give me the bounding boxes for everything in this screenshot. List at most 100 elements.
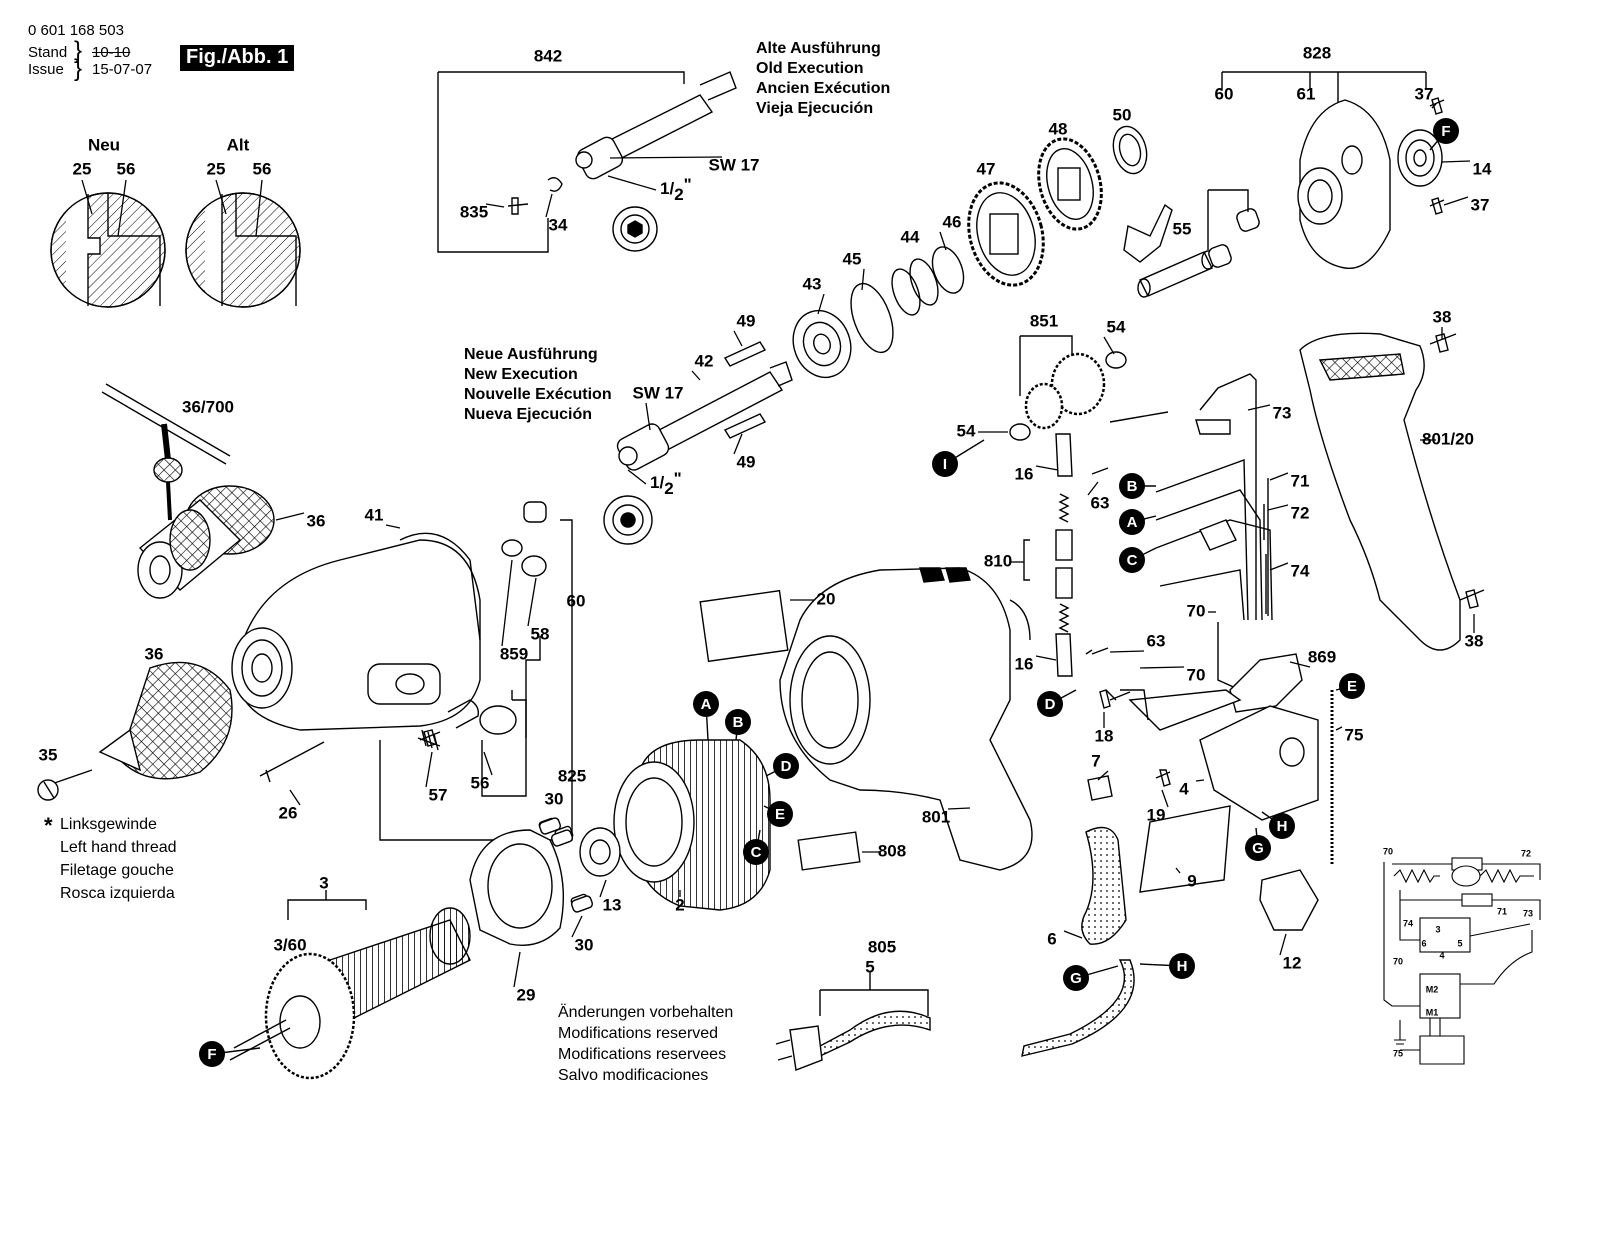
old-stand-date: 10-10	[92, 44, 131, 61]
circuit-diagram	[1383, 857, 1541, 1065]
old-execution-es: Vieja Ejecución	[756, 100, 874, 117]
detail-neu-label-56: 56	[117, 159, 136, 178]
part-label-42: 42	[695, 351, 714, 370]
part-label-sw-17: SW 17	[632, 383, 683, 402]
wire-marker-label-f: F	[207, 1046, 216, 1063]
fraction-leader	[607, 175, 657, 191]
wire-marker-f	[1433, 118, 1459, 144]
modifications-en: Modifications reserved	[558, 1025, 719, 1042]
part-label-70: 70	[1187, 601, 1206, 620]
leader-49	[733, 433, 743, 455]
leader-72	[1267, 504, 1289, 511]
part-label-30: 30	[545, 789, 564, 808]
part-label-41: 41	[365, 505, 384, 524]
leader-36	[275, 512, 305, 521]
part-label-869: 869	[1308, 647, 1336, 666]
fraction-label: 1/2"	[650, 469, 682, 498]
leader-49	[733, 330, 743, 347]
part-label-50: 50	[1113, 105, 1132, 124]
leader-13	[599, 879, 607, 898]
wire-marker-label-g: G	[1252, 840, 1264, 857]
wire-marker-c	[743, 839, 769, 865]
cord-guard-and-cable	[775, 689, 1231, 1071]
part-label-36: 36	[145, 644, 164, 663]
wire-marker-label-d: D	[1045, 696, 1056, 713]
part-label-842: 842	[534, 46, 562, 65]
gear-housing-41	[231, 501, 573, 841]
wire-marker-label-h: H	[1277, 818, 1288, 835]
old-execution-de: Alte Ausführung	[756, 40, 881, 57]
detail-leader	[215, 179, 227, 215]
part-label-19: 19	[1147, 805, 1166, 824]
part-label-859: 859	[500, 644, 528, 663]
part-label-72: 72	[1291, 503, 1310, 522]
wire-marker-label-d: D	[781, 758, 792, 775]
key-chuck-36	[137, 485, 275, 599]
leader-63	[1087, 481, 1099, 496]
wire-marker-e	[1339, 673, 1365, 699]
wire-marker-label-c: C	[751, 844, 762, 861]
part-label-58: 58	[531, 624, 550, 643]
modifications-de: Änderungen vorbehalten	[558, 1004, 734, 1021]
issue-brace: }	[74, 55, 83, 82]
circuit-label-3: 3	[1435, 924, 1440, 934]
leader-71	[1269, 472, 1289, 481]
leader-6	[1063, 930, 1083, 939]
circuit-label-72: 72	[1521, 848, 1531, 858]
part-label-38: 38	[1433, 307, 1452, 326]
leader-sw-17	[609, 156, 723, 159]
circuit-label-m2: M2	[1426, 984, 1439, 994]
part-label-7: 7	[1091, 751, 1100, 770]
leader-45	[861, 268, 865, 291]
bearing-and-rings	[792, 246, 965, 379]
circuit-label-70: 70	[1393, 956, 1403, 966]
part-label-56: 56	[471, 773, 490, 792]
stator-2	[613, 739, 771, 911]
leader-63	[1109, 650, 1145, 653]
circuit-label-73: 73	[1523, 908, 1533, 918]
leader-70	[1139, 666, 1185, 669]
leader-12	[1279, 933, 1287, 956]
leader-835	[485, 203, 505, 208]
stand-brace: }	[74, 37, 83, 64]
part-label-73: 73	[1273, 403, 1292, 422]
part-label-34: 34	[549, 215, 568, 234]
wire-marker-f	[199, 1041, 225, 1067]
leader-19	[1161, 789, 1169, 808]
part-drawings	[37, 71, 1541, 1080]
part-label-46: 46	[943, 212, 962, 231]
bearing-13	[579, 827, 621, 877]
old-execution-fr: Ancien Exécution	[756, 80, 891, 97]
part-label-54: 54	[1107, 317, 1126, 336]
leader-57	[425, 751, 433, 788]
old-execution-en: Old Execution	[756, 60, 864, 77]
wire-marker-label-h: H	[1177, 958, 1188, 975]
part-label-60: 60	[567, 591, 586, 610]
part-label-801: 801	[922, 807, 950, 826]
fraction-leader	[627, 469, 647, 485]
part-label-828: 828	[1303, 43, 1331, 62]
left-thread-es: Rosca izquierda	[60, 885, 175, 902]
wire-marker-label-e: E	[775, 806, 785, 823]
leader-4	[1195, 779, 1205, 782]
wire-marker-label-b: B	[1127, 478, 1138, 495]
leader-859	[501, 559, 513, 647]
leader-37	[1431, 103, 1437, 109]
leader-29	[513, 951, 521, 988]
leader-30	[571, 915, 583, 938]
leader-74	[1269, 562, 1289, 571]
circuit-label-5: 5	[1457, 938, 1462, 948]
part-label-38: 38	[1465, 631, 1484, 650]
leader-42	[691, 370, 701, 381]
part-label-55: 55	[1173, 219, 1192, 238]
wire-marker-e	[767, 801, 793, 827]
new-execution-fr: Nouvelle Exécution	[464, 386, 612, 403]
leader-37	[1443, 196, 1469, 206]
keyless-chuck-36	[37, 661, 233, 801]
small-parts	[417, 729, 594, 913]
part-label-825: 825	[558, 766, 586, 785]
leader-56	[483, 751, 493, 776]
detail-leader	[117, 179, 127, 237]
